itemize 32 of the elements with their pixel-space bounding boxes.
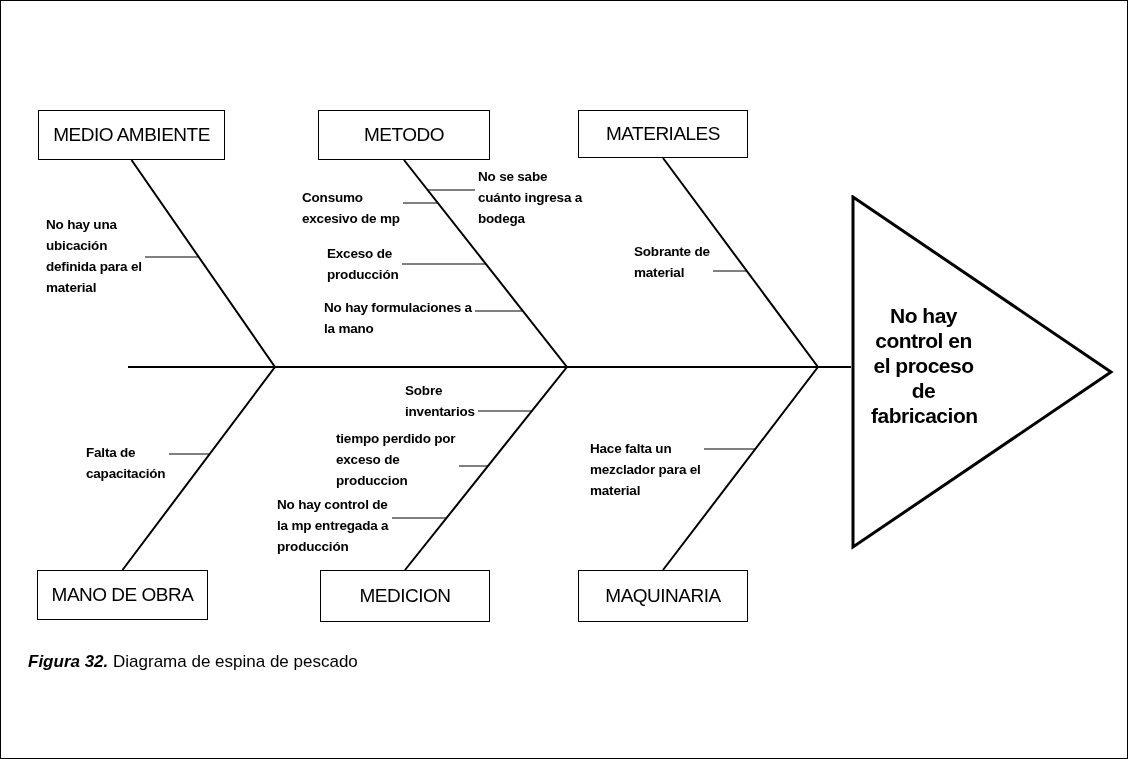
cause-text: Exceso de producción bbox=[327, 243, 400, 285]
leader-line bbox=[703, 448, 756, 450]
figure-caption: Figura 32. Diagrama de espina de pescado bbox=[28, 652, 358, 672]
cause-text: No hay una ubicación definida para el material bbox=[46, 214, 143, 298]
category-box: MANO DE OBRA bbox=[37, 570, 208, 620]
leader-line bbox=[401, 263, 487, 265]
leader-line bbox=[712, 270, 748, 272]
leader-line bbox=[391, 517, 447, 519]
leader-line bbox=[474, 310, 524, 312]
leader-line bbox=[144, 256, 200, 258]
category-box: MAQUINARIA bbox=[578, 570, 748, 622]
category-box: MATERIALES bbox=[578, 110, 748, 158]
cause-text: Consumo excesivo de mp bbox=[302, 187, 401, 229]
cause-text: Falta de capacitación bbox=[86, 442, 167, 484]
effect-text: No hay control en el proceso de fabricacion bbox=[871, 303, 976, 428]
cause-text: Sobre inventarios bbox=[405, 380, 476, 422]
cause-text: Sobrante de material bbox=[634, 241, 711, 283]
cause-text: No hay formulaciones a la mano bbox=[324, 297, 473, 339]
category-box: METODO bbox=[318, 110, 490, 160]
leader-line bbox=[477, 410, 533, 412]
effect-triangle bbox=[851, 195, 1114, 550]
cause-text: No se sabe cuánto ingresa a bodega bbox=[478, 166, 584, 229]
leader-line bbox=[427, 189, 476, 191]
bone-line bbox=[662, 366, 852, 571]
cause-text: No hay control de la mp entregada a producción bbox=[277, 494, 390, 557]
cause-text: Hace falta un mezclador para el material bbox=[590, 438, 702, 501]
cause-text: tiempo perdido por exceso de produccion bbox=[336, 428, 457, 491]
leader-line bbox=[402, 202, 439, 204]
leader-line bbox=[458, 465, 489, 467]
leader-line bbox=[168, 453, 211, 455]
category-box: MEDICION bbox=[320, 570, 490, 622]
category-box: MEDIO AMBIENTE bbox=[38, 110, 225, 160]
